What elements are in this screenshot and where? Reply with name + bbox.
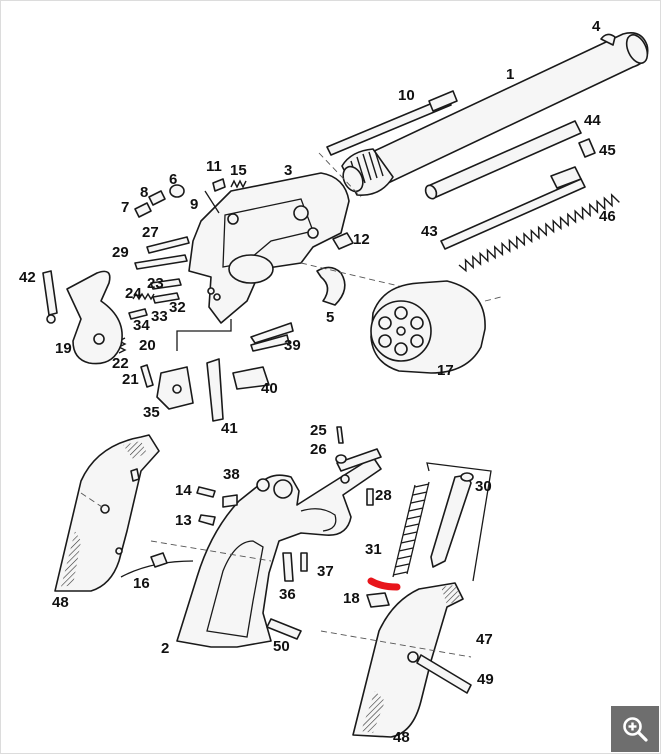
callout-4: 4	[592, 18, 601, 35]
callout-20: 20	[139, 337, 156, 354]
part-barrel	[341, 32, 649, 196]
callout-15: 15	[230, 162, 247, 179]
callout-17: 17	[437, 362, 454, 379]
callout-40: 40	[261, 380, 278, 397]
callout-6: 6	[169, 171, 177, 188]
callout-5: 5	[326, 309, 334, 326]
callout-30: 30	[475, 478, 492, 495]
callout-16: 16	[133, 575, 150, 592]
highlight-mark	[367, 577, 401, 591]
callout-50: 50	[273, 638, 290, 655]
callout-37: 37	[317, 563, 334, 580]
callout-38: 38	[223, 466, 240, 483]
callout-14: 14	[175, 482, 192, 499]
callout-44: 44	[584, 112, 601, 129]
callout-24: 24	[125, 285, 142, 302]
callout-34: 34	[133, 317, 150, 334]
callout-18: 18	[343, 590, 360, 607]
callout-22: 22	[112, 355, 129, 372]
part-spring-16	[120, 552, 194, 578]
callout-11: 11	[206, 158, 222, 175]
part-ejector-rod	[318, 90, 458, 198]
callout-1: 1	[506, 66, 514, 83]
callout-27: 27	[142, 224, 159, 241]
part-hammer	[42, 270, 123, 365]
part-small-screws	[117, 178, 354, 388]
callout-39: 39	[284, 337, 301, 354]
part-right-grip	[320, 582, 472, 738]
callout-36: 36	[279, 586, 296, 603]
callout-45: 45	[599, 142, 616, 159]
callout-42: 42	[19, 269, 36, 286]
part-grip-screws	[150, 426, 374, 640]
callout-46: 46	[599, 208, 616, 225]
callout-3: 3	[284, 162, 292, 179]
callout-48-right: 48	[393, 729, 410, 746]
callout-43: 43	[421, 223, 438, 240]
callout-19: 19	[55, 340, 72, 357]
callout-10: 10	[398, 87, 415, 104]
callout-32: 32	[169, 299, 186, 316]
callout-8: 8	[140, 184, 148, 201]
callout-21: 21	[122, 371, 139, 388]
callout-49: 49	[477, 671, 494, 688]
callout-labels: 1 2 3 4 5 6 7 8 9 10 11 12 13 14 15 16 1…	[19, 18, 616, 746]
callout-33: 33	[151, 308, 168, 325]
zoom-in-icon	[623, 717, 648, 742]
part-mainspring	[366, 462, 492, 608]
callout-29: 29	[112, 244, 129, 261]
part-base-pin	[424, 120, 582, 200]
part-left-grip	[54, 434, 160, 592]
callout-47: 47	[476, 631, 493, 648]
callout-9: 9	[190, 196, 198, 213]
callout-31: 31	[365, 541, 382, 558]
callout-2: 2	[161, 640, 169, 657]
callout-26: 26	[310, 441, 327, 458]
part-trigger-group	[156, 319, 294, 422]
callout-28: 28	[375, 487, 392, 504]
callout-7: 7	[121, 199, 129, 216]
part-grip-frame	[176, 448, 382, 648]
part-ejector-housing	[440, 138, 620, 273]
callout-35: 35	[143, 404, 160, 421]
callout-23: 23	[147, 275, 164, 292]
callout-25: 25	[310, 422, 327, 439]
callout-41: 41	[221, 420, 238, 437]
part-cylinder	[370, 280, 502, 374]
part-frame	[188, 172, 350, 324]
callout-13: 13	[175, 512, 192, 529]
zoom-in-button[interactable]	[611, 706, 659, 752]
callout-48-left: 48	[52, 594, 69, 611]
callout-12: 12	[353, 231, 370, 248]
